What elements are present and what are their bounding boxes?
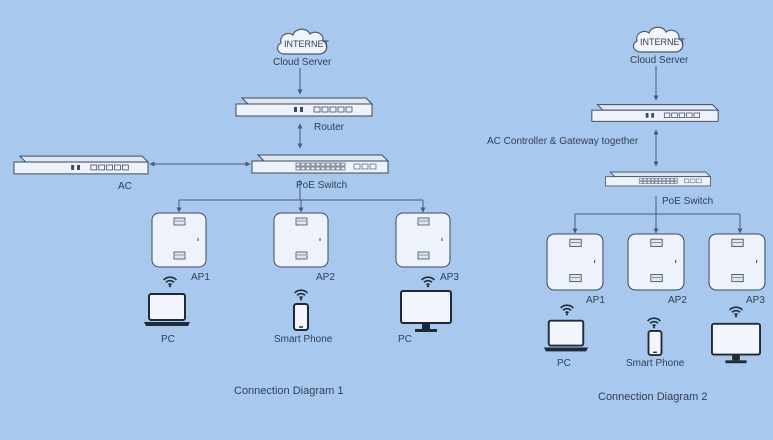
diagram-1 xyxy=(13,28,452,333)
wifi-icon xyxy=(559,304,575,316)
cloud-title-text: INTERNET xyxy=(640,37,685,47)
gateway-controller-icon xyxy=(591,104,719,122)
smartphone-icon xyxy=(647,330,663,356)
cloud-server-label: Cloud Server xyxy=(273,57,332,68)
ap1-label: AP1 xyxy=(191,272,210,283)
cloud-title-text: INTERNET xyxy=(284,39,329,49)
ac-label: AC xyxy=(118,181,132,192)
monitor-icon xyxy=(711,322,761,365)
access-point-icon xyxy=(273,212,329,268)
access-point-icon xyxy=(151,212,207,268)
smart-phone-label: Smart Phone xyxy=(626,358,685,369)
router-label: Router xyxy=(314,122,345,133)
ap2-label: AP2 xyxy=(316,272,335,283)
controller-gateway-label: AC Controller & Gateway together xyxy=(487,136,639,147)
poe-switch-label: PoE Switch xyxy=(296,180,348,191)
cloud-server-label: Cloud Server xyxy=(630,55,689,66)
diagram-caption: Connection Diagram 1 xyxy=(234,385,344,397)
diagram-2 xyxy=(543,26,766,365)
router-icon xyxy=(235,97,373,117)
ap3-label: AP3 xyxy=(440,272,459,283)
poe-switch-label: PoE Switch xyxy=(662,196,714,207)
access-point-icon xyxy=(708,233,766,291)
smartphone-icon xyxy=(293,303,309,331)
wifi-icon xyxy=(646,317,662,329)
ap1-label: AP1 xyxy=(586,295,605,306)
wifi-icon xyxy=(162,276,178,288)
wifi-icon xyxy=(420,276,436,288)
switch-ap-links xyxy=(176,180,426,213)
access-point-icon xyxy=(627,233,685,291)
pc-label: PC xyxy=(398,334,412,345)
monitor-icon xyxy=(400,290,452,333)
access-point-icon xyxy=(395,212,451,268)
poe-switch-icon xyxy=(604,171,712,187)
switch2-ap-links xyxy=(572,196,743,234)
wifi-icon xyxy=(728,306,744,318)
ap3-label: AP3 xyxy=(746,295,765,306)
diagram-caption: Connection Diagram 2 xyxy=(598,391,708,403)
pc-label: PC xyxy=(161,334,175,345)
pc-label: PC xyxy=(557,358,571,369)
access-point-icon xyxy=(546,233,604,291)
wifi-icon xyxy=(293,289,309,301)
smart-phone-label: Smart Phone xyxy=(274,334,333,345)
laptop-icon xyxy=(543,319,589,353)
ac-controller-icon xyxy=(13,155,149,175)
laptop-icon xyxy=(143,293,191,327)
poe-switch-icon xyxy=(251,154,389,174)
ap2-label: AP2 xyxy=(668,295,687,306)
